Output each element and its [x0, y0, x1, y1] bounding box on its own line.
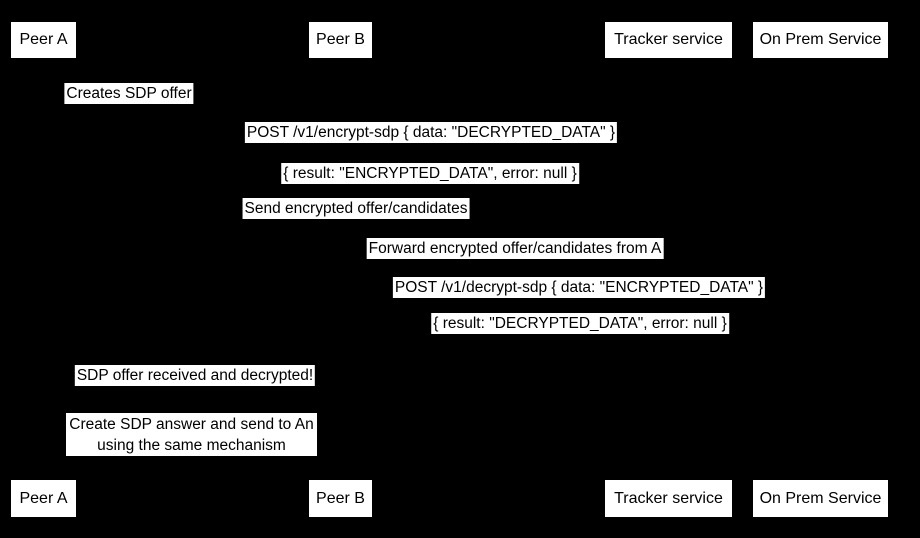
note-line-2: using the same mechanism: [97, 436, 286, 454]
actor-box-peer-a-bottom: Peer A: [11, 480, 76, 517]
actor-box-peer-b-bottom: Peer B: [309, 480, 372, 517]
message-creates-sdp-offer: Creates SDP offer: [64, 83, 194, 104]
message-decrypt-result: { result: "DECRYPTED_DATA", error: null …: [431, 313, 729, 334]
message-post-encrypt-sdp: POST /v1/encrypt-sdp { data: "DECRYPTED_…: [244, 122, 618, 143]
message-sdp-offer-received: SDP offer received and decrypted!: [74, 365, 316, 386]
actor-box-on-prem-service-bottom: On Prem Service: [753, 480, 888, 517]
message-post-decrypt-sdp: POST /v1/decrypt-sdp { data: "ENCRYPTED_…: [392, 277, 766, 298]
actor-box-peer-a-top: Peer A: [11, 22, 76, 58]
message-encrypt-result: { result: "ENCRYPTED_DATA", error: null …: [281, 163, 579, 184]
message-forward-encrypted-offer: Forward encrypted offer/candidates from …: [366, 238, 664, 259]
note-line-1: Create SDP answer and send to An: [69, 415, 314, 433]
message-send-encrypted-offer: Send encrypted offer/candidates: [242, 198, 470, 219]
actor-box-tracker-service-top: Tracker service: [605, 22, 732, 58]
actor-box-tracker-service-bottom: Tracker service: [605, 480, 732, 517]
note-create-sdp-answer: Create SDP answer and send to An using t…: [66, 413, 317, 456]
actor-box-on-prem-service-top: On Prem Service: [753, 22, 888, 58]
actor-box-peer-b-top: Peer B: [309, 22, 372, 58]
